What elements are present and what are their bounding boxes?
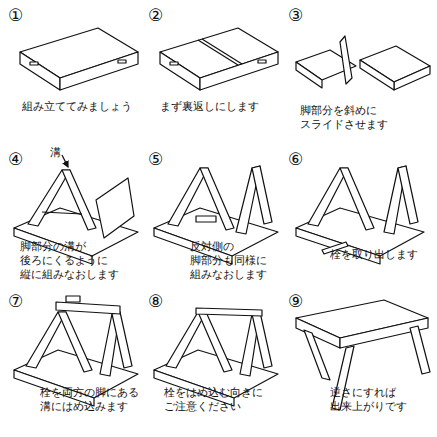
legs-sliding [296, 36, 430, 90]
step-number: ⑥ [288, 150, 303, 168]
board-flipped [160, 28, 278, 90]
step-caption: まず裏返しにします [160, 100, 259, 114]
step-number: ⑤ [148, 150, 163, 168]
step-caption: 溝 [50, 146, 61, 160]
board-closed [20, 28, 138, 90]
step-number: ④ [8, 150, 23, 168]
step-number: ③ [288, 6, 303, 24]
step-caption: 脚部分の溝が 後ろにくるように 縦に組みなおします [20, 240, 119, 282]
step-number: ⑧ [148, 292, 163, 310]
step-number: ⑨ [288, 292, 303, 310]
step-number: ① [8, 6, 23, 24]
step-caption: 栓を取り出します [330, 248, 418, 262]
step-caption: 栓をはめ込む向きに ご注意ください [164, 386, 263, 414]
step-caption: 脚部分を斜めに スライドさせます [300, 104, 388, 132]
step-number: ⑦ [8, 292, 23, 310]
step-number: ② [148, 6, 163, 24]
step-caption: 反対側の 脚部分も同様に 組みなおします [190, 240, 267, 282]
step-caption: 逆さにすれば 出来上がりです [330, 386, 407, 414]
peg-removed [296, 166, 424, 264]
step-caption: 栓を両方の脚にある 溝にはめ込みます [40, 386, 139, 414]
step-caption: 組み立ててみましょう [22, 100, 132, 114]
